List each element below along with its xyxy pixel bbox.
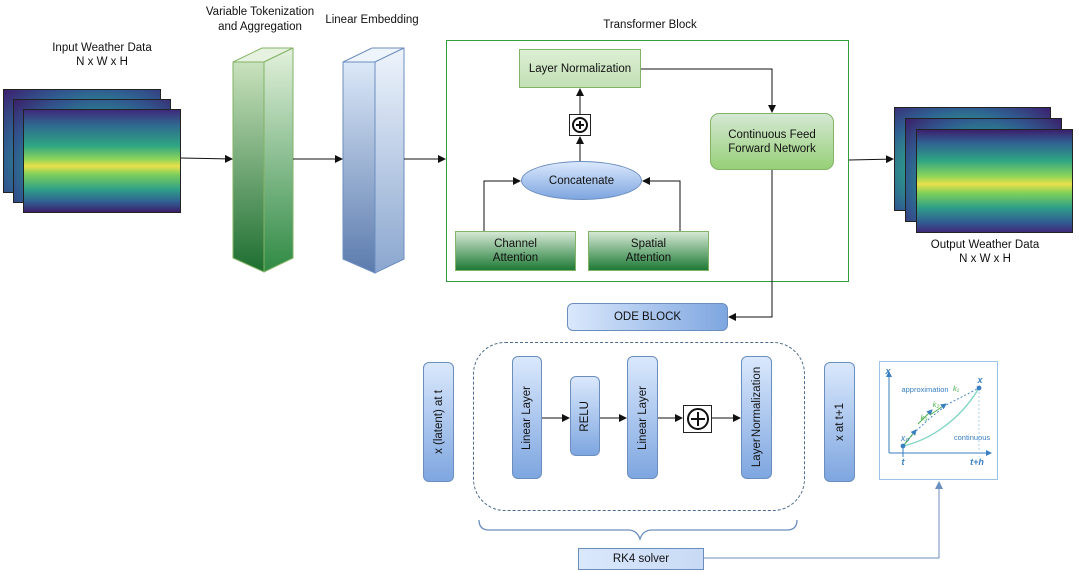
- tokenization-prism: [232, 47, 294, 273]
- tokenization-title-line2: and Aggregation: [218, 21, 302, 33]
- x-latent-box: x (latent) at t: [423, 362, 454, 482]
- inset-k3-label: k₃: [920, 413, 928, 422]
- embedding-title: Linear Embedding: [325, 14, 419, 26]
- add-icon: [569, 114, 591, 136]
- arrow-input-to-tokenization: [180, 154, 233, 163]
- x-next-box: x at t+1: [824, 362, 855, 482]
- linear-layer-2-box: Linear Layer: [627, 356, 658, 479]
- arrow-solver-to-plot: [704, 481, 943, 559]
- ode-layer-norm-box: Layer Normalization: [741, 356, 772, 479]
- layer-normalization-box: Layer Normalization: [519, 49, 641, 88]
- inset-k1-label: k₁: [952, 384, 960, 393]
- arrow-ffn-to-ode: [728, 170, 773, 321]
- arrow-spatial-to-concat: [642, 177, 681, 231]
- inset-approximation-label: approximation: [901, 385, 949, 394]
- transformer-block: [446, 40, 849, 282]
- ode-dashed-container: [473, 342, 805, 511]
- channel-attention-line2: Attention: [492, 252, 539, 264]
- rk4-solver-box: RK4 solver: [578, 548, 704, 570]
- arrow-layernorm-to-ffn: [641, 68, 776, 113]
- inset-point-end-label: x: [977, 375, 983, 385]
- input-heatmap-front: [23, 109, 181, 213]
- inset-y-axis-label: x: [885, 366, 891, 376]
- ode-block-box: ODE BLOCK: [567, 303, 728, 331]
- feed-forward-line1: Continuous Feed: [728, 128, 816, 141]
- input-dims: N x W x H: [76, 56, 128, 68]
- concatenate-ellipse: Concatenate: [521, 161, 642, 200]
- channel-attention-line1: Channel: [494, 238, 537, 250]
- relu-box: RELU: [570, 376, 600, 456]
- inset-k2-label: k₂: [932, 400, 940, 409]
- inset-plot-graphics: [886, 371, 992, 457]
- inset-continuous-label: continuous: [953, 433, 991, 442]
- channel-attention-box: Channel Attention: [455, 231, 576, 271]
- output-heatmap-front: [916, 129, 1073, 233]
- spatial-attention-box: Spatial Attention: [588, 231, 709, 271]
- inset-point-start-label: x₀: [900, 433, 910, 443]
- output-title: Output Weather Data: [930, 239, 1040, 251]
- rk4-inset-plot: [879, 361, 998, 480]
- input-title: Input Weather Data: [52, 42, 152, 54]
- inset-x-end-label: t+h: [970, 457, 984, 467]
- spatial-attention-line1: Spatial: [630, 238, 667, 250]
- arrow-transformer-to-output: [848, 155, 894, 164]
- output-dims: N x W x H: [959, 253, 1011, 265]
- spatial-attention-line2: Attention: [625, 252, 672, 264]
- feed-forward-box: Continuous Feed Forward Network: [710, 113, 834, 170]
- feed-forward-line2: Forward Network: [728, 142, 816, 155]
- arrow-channel-to-concat: [483, 177, 521, 231]
- embedding-prism: [342, 47, 405, 274]
- solver-brace: [478, 519, 798, 542]
- tokenization-title-line1: Variable Tokenization: [205, 6, 315, 18]
- inset-x-start-label: t: [901, 457, 905, 467]
- ode-add-icon: [683, 405, 712, 433]
- transformer-title: Transformer Block: [603, 19, 697, 31]
- linear-layer-1-box: Linear Layer: [512, 356, 542, 479]
